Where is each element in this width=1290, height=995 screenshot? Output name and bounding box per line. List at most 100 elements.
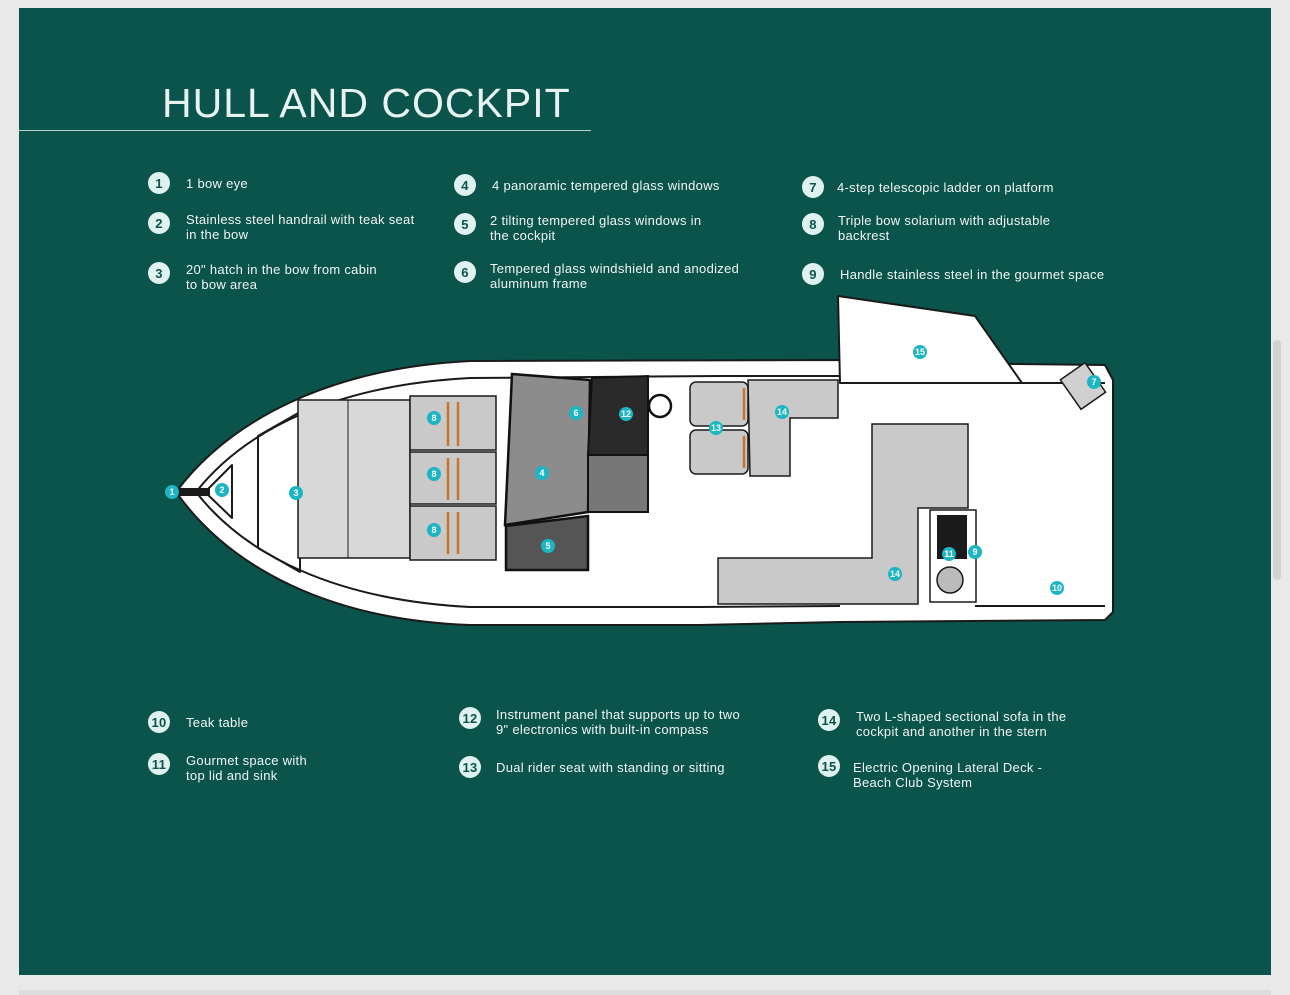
svg-text:5: 5 bbox=[545, 541, 550, 551]
bow-seats bbox=[409, 395, 497, 561]
svg-text:9: 9 bbox=[972, 547, 977, 557]
svg-text:2: 2 bbox=[219, 485, 224, 495]
feature-text: Two L-shaped sectional sofa in the bbox=[856, 709, 1067, 724]
feature-text: 9" electronics with built-in compass bbox=[496, 722, 709, 737]
marker-8: 8 bbox=[427, 467, 441, 481]
marker-12: 12 bbox=[619, 407, 633, 421]
feature-text: aluminum frame bbox=[490, 276, 588, 291]
marker-3: 3 bbox=[289, 486, 303, 500]
cockpit-sofa bbox=[747, 379, 839, 477]
svg-text:10: 10 bbox=[1052, 583, 1062, 593]
svg-text:7: 7 bbox=[1091, 377, 1096, 387]
feature-number: 1 bbox=[148, 172, 170, 194]
feature-number: 4 bbox=[454, 174, 476, 196]
svg-text:12: 12 bbox=[621, 409, 631, 419]
feature-text: to bow area bbox=[186, 277, 258, 292]
feature-text: 4-step telescopic ladder on platform bbox=[837, 180, 1054, 195]
feature-text: 1 bow eye bbox=[186, 176, 248, 191]
feature-item-12: 12 Instrument panel that supports up to … bbox=[459, 707, 740, 737]
feature-text: Dual rider seat with standing or sitting bbox=[496, 760, 725, 775]
feature-text: Electric Opening Lateral Deck - bbox=[853, 760, 1043, 775]
feature-text: Instrument panel that supports up to two bbox=[496, 707, 740, 722]
rider-seats bbox=[689, 381, 749, 475]
marker-10: 10 bbox=[1050, 581, 1064, 595]
marker-14: 14 bbox=[775, 405, 789, 419]
feature-text: 2 tilting tempered glass windows in bbox=[490, 213, 702, 228]
svg-text:3: 3 bbox=[293, 488, 298, 498]
feature-number: 12 bbox=[459, 707, 481, 729]
marker-2: 2 bbox=[215, 483, 229, 497]
steering-wheel bbox=[647, 393, 673, 419]
marker-5: 5 bbox=[541, 539, 555, 553]
page-title: HULL AND COCKPIT bbox=[162, 80, 571, 126]
marker-8: 8 bbox=[427, 411, 441, 425]
feature-number: 14 bbox=[818, 709, 840, 731]
feature-text: Triple bow solarium with adjustable bbox=[838, 213, 1051, 228]
gourmet-sink bbox=[936, 566, 964, 594]
marker-4: 4 bbox=[535, 466, 549, 480]
marker-1: 1 bbox=[165, 485, 179, 499]
feature-text: in the bow bbox=[186, 227, 249, 242]
feature-number: 2 bbox=[148, 212, 170, 234]
marker-15: 15 bbox=[913, 345, 927, 359]
feature-number: 15 bbox=[818, 755, 840, 777]
scrollbar[interactable] bbox=[1273, 340, 1281, 580]
marker-13: 13 bbox=[709, 421, 723, 435]
bow-handrail bbox=[257, 411, 301, 573]
feature-text: 4 panoramic tempered glass windows bbox=[492, 178, 720, 193]
feature-item-7: 7 4-step telescopic ladder on platform bbox=[802, 176, 1054, 198]
feature-number: 6 bbox=[454, 261, 476, 283]
panoramic-windows bbox=[503, 372, 592, 527]
console bbox=[587, 454, 649, 513]
feature-number: 5 bbox=[454, 213, 476, 235]
windshield-frame bbox=[586, 374, 649, 456]
svg-text:8: 8 bbox=[431, 413, 436, 423]
svg-text:8: 8 bbox=[431, 525, 436, 535]
marker-7: 7 bbox=[1087, 375, 1101, 389]
feature-number: 11 bbox=[148, 753, 170, 775]
feature-number: 10 bbox=[148, 711, 170, 733]
svg-text:1: 1 bbox=[169, 487, 174, 497]
marker-11: 11 bbox=[942, 547, 956, 561]
svg-text:8: 8 bbox=[431, 469, 436, 479]
feature-text: Beach Club System bbox=[853, 775, 973, 790]
feature-number: 13 bbox=[459, 756, 481, 778]
marker-6: 6 bbox=[569, 406, 583, 420]
next-page-edge bbox=[19, 990, 1271, 995]
feature-item-6: 6 Tempered glass windshield and anodized… bbox=[454, 261, 739, 291]
feature-text: cockpit and another in the stern bbox=[856, 724, 1047, 739]
feature-item-13: 13 Dual rider seat with standing or sitt… bbox=[459, 756, 725, 778]
marker-8: 8 bbox=[427, 523, 441, 537]
feature-number: 9 bbox=[802, 263, 824, 285]
bow-solarium-area bbox=[297, 399, 411, 559]
feature-text: Gourmet space with bbox=[186, 753, 308, 768]
stern-sofa bbox=[717, 423, 969, 605]
svg-text:14: 14 bbox=[890, 569, 900, 579]
svg-text:6: 6 bbox=[573, 408, 578, 418]
marker-14: 14 bbox=[888, 567, 902, 581]
bow-eye bbox=[176, 488, 210, 496]
feature-text: the cockpit bbox=[490, 228, 556, 243]
bow-hatch-outline bbox=[204, 464, 233, 519]
svg-text:11: 11 bbox=[944, 549, 954, 559]
feature-item-2: 2 Stainless steel handrail with teak sea… bbox=[148, 212, 415, 242]
feature-text: backrest bbox=[838, 228, 890, 243]
feature-item-1: 1 1 bow eye bbox=[148, 172, 248, 194]
svg-text:13: 13 bbox=[711, 423, 721, 433]
feature-number: 3 bbox=[148, 262, 170, 284]
feature-text: Tempered glass windshield and anodized bbox=[490, 261, 740, 276]
svg-text:14: 14 bbox=[777, 407, 787, 417]
title-underline bbox=[19, 130, 591, 131]
feature-number: 8 bbox=[802, 213, 824, 235]
feature-item-15: 15 Electric Opening Lateral Deck -Beach … bbox=[818, 755, 1043, 790]
lateral-deck-panel bbox=[837, 295, 1023, 384]
svg-text:4: 4 bbox=[539, 468, 544, 478]
feature-item-9: 9 Handle stainless steel in the gourmet … bbox=[802, 263, 1104, 285]
svg-text:15: 15 bbox=[915, 347, 925, 357]
